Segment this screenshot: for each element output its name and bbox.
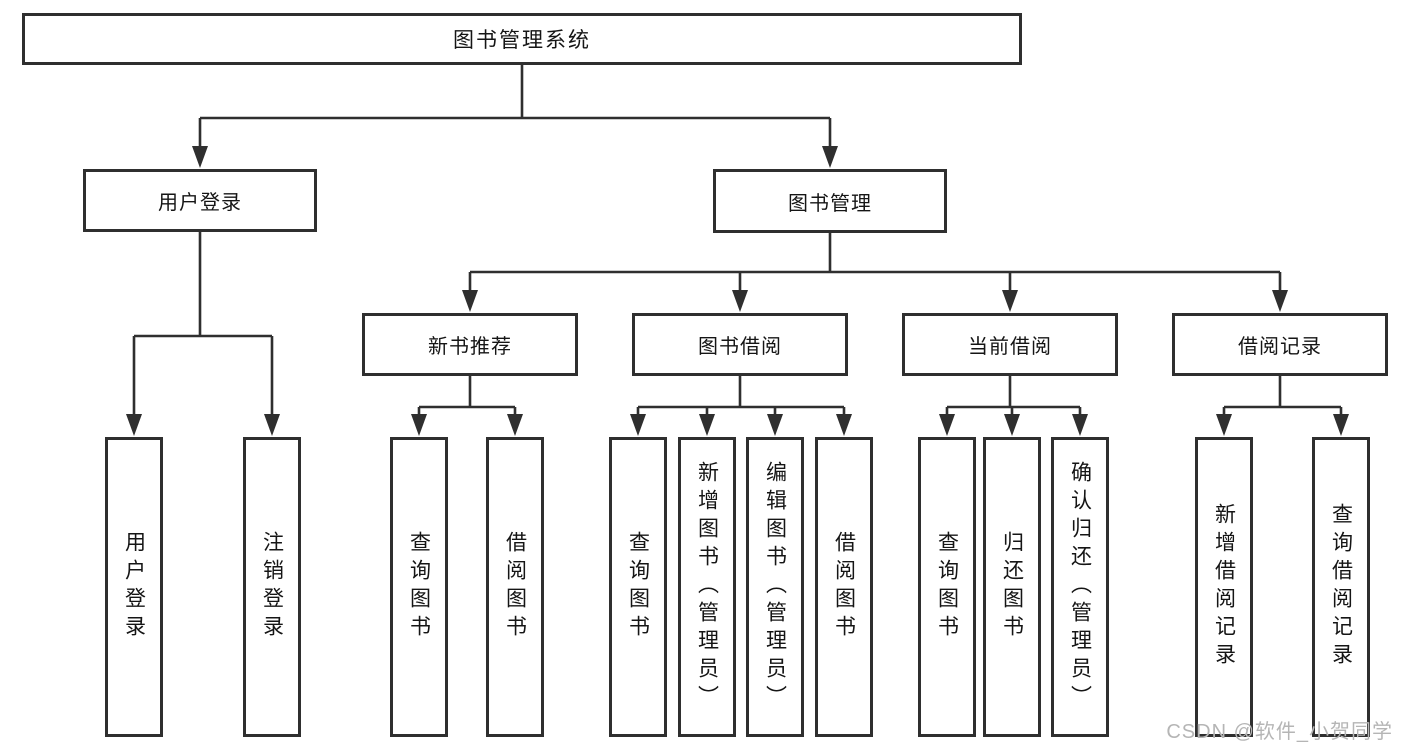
node-label: 确认归还（管理员） xyxy=(1068,461,1092,713)
node-label: 用户登录 xyxy=(122,531,146,643)
leaf-borrow-books: 借阅图书 xyxy=(815,437,873,737)
node-label: 查询图书 xyxy=(407,531,431,643)
node-label: 借阅图书 xyxy=(832,531,856,643)
node-label: 注销登录 xyxy=(260,531,284,643)
leaf-add-borrow-record: 新增借阅记录 xyxy=(1195,437,1253,737)
node-label: 编辑图书（管理员） xyxy=(763,461,787,713)
node-label: 图书借阅 xyxy=(698,336,782,358)
node-label: 查询借阅记录 xyxy=(1329,503,1353,671)
node-new-book-recommendation: 新书推荐 xyxy=(362,313,578,376)
node-label: 归还图书 xyxy=(1000,531,1024,643)
node-label: 新增图书（管理员） xyxy=(695,461,719,713)
node-label: 新书推荐 xyxy=(428,336,512,358)
leaf-query-borrow-record: 查询借阅记录 xyxy=(1312,437,1370,737)
node-borrowing-records: 借阅记录 xyxy=(1172,313,1388,376)
node-label: 查询图书 xyxy=(626,531,650,643)
node-book-management: 图书管理 xyxy=(713,169,947,233)
node-label: 新增借阅记录 xyxy=(1212,503,1236,671)
node-user-login: 用户登录 xyxy=(83,169,317,232)
leaf-logout: 注销登录 xyxy=(243,437,301,737)
node-current-borrowing: 当前借阅 xyxy=(902,313,1118,376)
leaf-edit-books-admin: 编辑图书（管理员） xyxy=(746,437,804,737)
node-label: 借阅图书 xyxy=(503,531,527,643)
node-library-management-system: 图书管理系统 xyxy=(22,13,1022,65)
leaf-query-books-recommend: 查询图书 xyxy=(390,437,448,737)
leaf-query-books-current: 查询图书 xyxy=(918,437,976,737)
node-label: 图书管理 xyxy=(788,192,872,215)
node-label: 借阅记录 xyxy=(1238,336,1322,358)
leaf-return-books: 归还图书 xyxy=(983,437,1041,737)
csdn-watermark: CSDN @软件_小贺同学 xyxy=(1166,721,1393,743)
leaf-borrow-books-recommend: 借阅图书 xyxy=(486,437,544,737)
leaf-query-books-borrowing: 查询图书 xyxy=(609,437,667,737)
leaf-user-login: 用户登录 xyxy=(105,437,163,737)
node-label: 查询图书 xyxy=(935,531,959,643)
node-book-borrowing: 图书借阅 xyxy=(632,313,848,376)
node-label: 用户登录 xyxy=(158,192,242,214)
leaf-add-books-admin: 新增图书（管理员） xyxy=(678,437,736,737)
node-label: 图书管理系统 xyxy=(453,29,591,52)
leaf-confirm-return-admin: 确认归还（管理员） xyxy=(1051,437,1109,737)
node-label: 当前借阅 xyxy=(968,336,1052,358)
